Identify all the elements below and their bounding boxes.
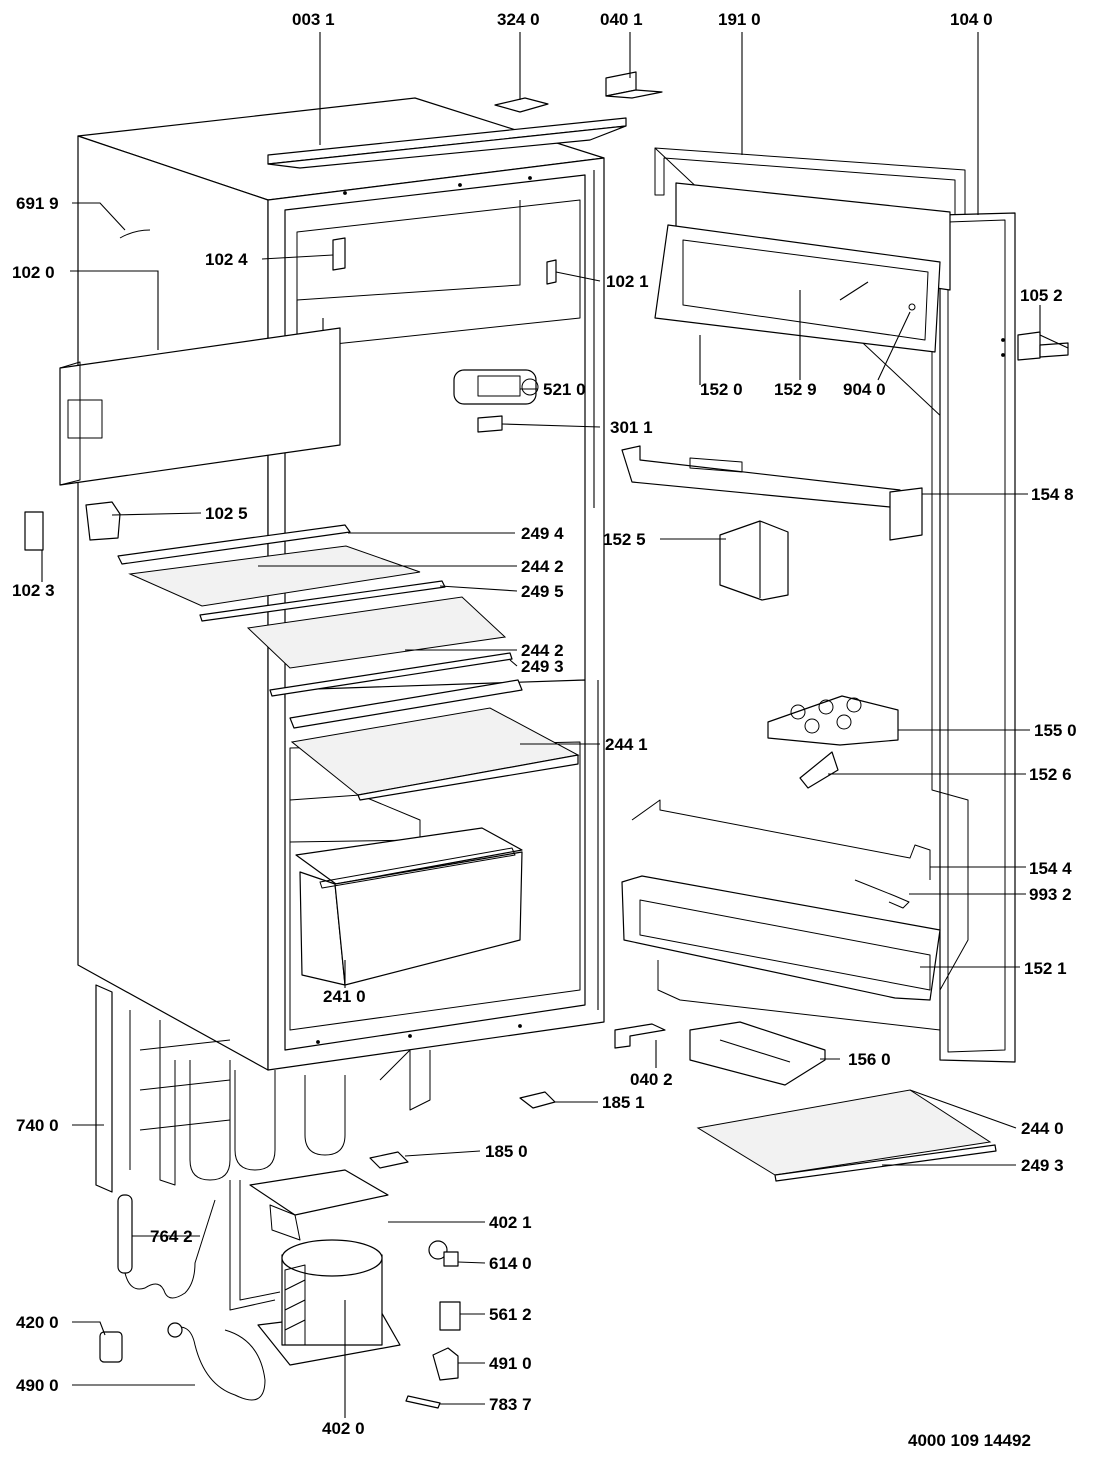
label-1550: 155 0	[1034, 721, 1077, 740]
label-tile-part	[477, 415, 503, 433]
label-7642: 764 2	[150, 1227, 193, 1246]
glass-shelf-bottom	[696, 1089, 997, 1182]
label-2442-b: 244 2	[521, 641, 564, 660]
label-0402: 040 2	[630, 1070, 673, 1089]
condenser-and-cooling	[95, 984, 461, 1409]
label-1544: 154 4	[1029, 859, 1072, 878]
sensor-clip-part	[854, 879, 910, 909]
label-1548: 154 8	[1031, 485, 1074, 504]
leader-lines	[41, 32, 1069, 1418]
fridge-shelf-assembly	[289, 679, 580, 801]
label-1020: 102 0	[12, 263, 55, 282]
label-6140: 614 0	[489, 1254, 532, 1273]
door-balcony-upper	[621, 445, 923, 541]
label-9040: 904 0	[843, 380, 886, 399]
label-4200: 420 0	[16, 1313, 59, 1332]
crisper-drawer-part	[295, 827, 523, 986]
document-code: 4000 109 14492	[908, 1431, 1031, 1450]
label-1850: 185 0	[485, 1142, 528, 1161]
small-clip-part	[119, 229, 151, 239]
label-1526: 152 6	[1029, 765, 1072, 784]
label-1025: 102 5	[205, 504, 248, 523]
wire-rail-part	[631, 799, 931, 880]
label-2495: 249 5	[521, 582, 564, 601]
freezer-flap-part	[59, 318, 341, 486]
label-1052: 105 2	[1020, 286, 1063, 305]
label-1520: 152 0	[700, 380, 743, 399]
label-4020: 402 0	[322, 1419, 365, 1438]
bracket-part-top	[605, 71, 663, 99]
label-2493-a: 249 3	[521, 657, 564, 676]
label-5612: 561 2	[489, 1305, 532, 1324]
label-2494: 249 4	[521, 524, 564, 543]
top-cover-part	[494, 97, 549, 113]
door-assembly	[654, 147, 1016, 1063]
side-bracket-part	[546, 259, 557, 285]
label-2493-b: 249 3	[1021, 1156, 1064, 1175]
label-1024: 102 4	[205, 250, 248, 269]
door-freezer-compartment	[654, 182, 951, 353]
label-7400: 740 0	[16, 1116, 59, 1135]
egg-tray-part	[767, 695, 899, 746]
label-2442-a: 244 2	[521, 557, 564, 576]
label-1521: 152 1	[1024, 959, 1067, 978]
label-5210: 521 0	[543, 380, 586, 399]
label-0031: 003 1	[292, 10, 335, 29]
label-1560: 156 0	[848, 1050, 891, 1069]
upper-shelf-assembly	[117, 524, 507, 669]
shelf-strip-part	[269, 652, 513, 697]
label-1525: 152 5	[603, 530, 646, 549]
label-1851: 185 1	[602, 1093, 645, 1112]
bracket-part-lower	[614, 1023, 666, 1049]
label-1040: 104 0	[950, 10, 993, 29]
label-0401: 040 1	[600, 10, 643, 29]
hinge-plate-part	[332, 237, 346, 271]
butter-box-part	[719, 520, 789, 601]
label-4910: 491 0	[489, 1354, 532, 1373]
ice-tray-part	[689, 1021, 826, 1086]
top-profile-part	[267, 117, 627, 169]
label-2440: 244 0	[1021, 1119, 1064, 1138]
label-4900: 490 0	[16, 1376, 59, 1395]
label-7837: 783 7	[489, 1395, 532, 1414]
part-labels: 003 1 324 0 040 1 191 0 104 0 691 9 102 …	[12, 10, 1077, 1450]
bottle-divider-part	[799, 751, 839, 789]
thermostat-housing-part	[453, 369, 539, 405]
corner-cover-part	[85, 501, 121, 541]
compressor-part	[257, 1239, 401, 1366]
label-2410: 241 0	[323, 987, 366, 1006]
small-hinge-part	[24, 511, 44, 551]
label-4021: 402 1	[489, 1213, 532, 1232]
door-hinge-part	[1017, 331, 1069, 361]
label-1023: 102 3	[12, 581, 55, 600]
label-1910: 191 0	[718, 10, 761, 29]
label-6919: 691 9	[16, 194, 59, 213]
label-3240: 324 0	[497, 10, 540, 29]
label-2441: 244 1	[605, 735, 648, 754]
label-1529: 152 9	[774, 380, 817, 399]
label-1021: 102 1	[606, 272, 649, 291]
bottle-balcony-part	[621, 875, 941, 1001]
label-9932: 993 2	[1029, 885, 1072, 904]
label-3011: 301 1	[610, 418, 653, 437]
small-part-1851	[519, 1091, 556, 1109]
